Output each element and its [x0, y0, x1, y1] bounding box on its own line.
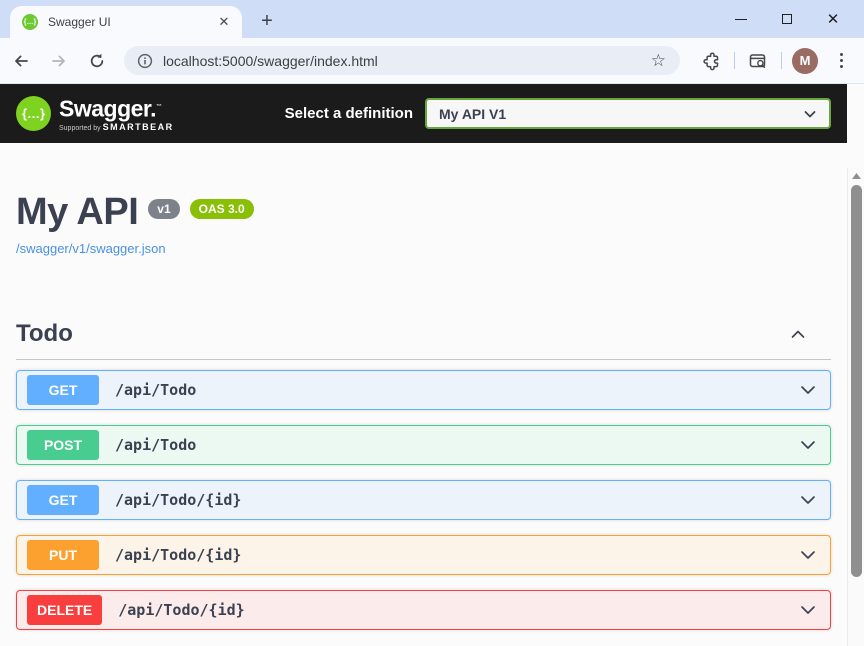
endpoint-path: /api/Todo/{id} [118, 601, 245, 619]
scrollbar-up-arrow[interactable] [848, 169, 864, 183]
avatar: M [792, 47, 818, 74]
tag-section-todo: Todo GET /api/Todo POST /api/Todo GET /a… [0, 320, 847, 630]
expand-button[interactable] [798, 600, 818, 620]
method-badge: PUT [27, 540, 99, 570]
extensions-button[interactable] [694, 44, 728, 78]
chevron-down-icon [801, 441, 815, 449]
scrollbar-thumb[interactable] [851, 185, 862, 577]
endpoint-path: /api/Todo [115, 436, 197, 454]
tab-search-icon [749, 53, 766, 68]
window-controls: ✕ [718, 0, 856, 38]
window-close-button[interactable]: ✕ [810, 0, 856, 38]
method-badge: POST [27, 430, 99, 460]
swagger-logo-icon: {…} [16, 96, 51, 131]
expand-button[interactable] [798, 435, 818, 455]
back-arrow-icon [15, 55, 28, 66]
endpoint-row-get-api-Todo[interactable]: GET /api/Todo [16, 370, 831, 410]
puzzle-icon [703, 52, 719, 70]
side-panel-search-button[interactable] [741, 44, 775, 78]
endpoint-path: /api/Todo [115, 381, 197, 399]
endpoint-path: /api/Todo/{id} [115, 491, 242, 509]
new-tab-button[interactable]: + [261, 10, 273, 32]
tab-close-icon[interactable]: ✕ [218, 14, 230, 29]
expand-button[interactable] [798, 545, 818, 565]
back-button[interactable] [4, 44, 38, 78]
endpoint-list: GET /api/Todo POST /api/Todo GET /api/To… [0, 370, 847, 630]
kebab-menu-icon [839, 53, 843, 68]
browser-tab[interactable]: {…} Swagger UI ✕ [10, 6, 242, 38]
browser-menu-button[interactable] [824, 44, 858, 78]
chevron-down-icon [801, 386, 815, 394]
bookmark-star-icon[interactable]: ☆ [650, 50, 666, 70]
window-minimize-button[interactable] [718, 0, 764, 38]
tag-divider [16, 359, 831, 360]
forward-button[interactable] [42, 44, 76, 78]
chevron-up-icon[interactable] [789, 325, 807, 343]
reload-button[interactable] [80, 44, 114, 78]
chevron-down-icon [801, 606, 815, 614]
profile-button[interactable]: M [788, 44, 822, 78]
reload-icon [90, 53, 104, 67]
api-info: My API v1 OAS 3.0 /swagger/v1/swagger.js… [0, 143, 847, 258]
url-text[interactable]: localhost:5000/swagger/index.html [163, 52, 378, 69]
chevron-down-icon [801, 496, 815, 504]
version-badge: v1 [148, 199, 180, 219]
spec-json-link[interactable]: /swagger/v1/swagger.json [16, 241, 166, 256]
maximize-icon [782, 14, 792, 24]
expand-button[interactable] [798, 380, 818, 400]
definition-select-value: My API V1 [439, 105, 507, 122]
method-badge: GET [27, 375, 99, 405]
endpoint-row-get-api-Todo-id-[interactable]: GET /api/Todo/{id} [16, 480, 831, 520]
chevron-down-icon [804, 110, 816, 117]
api-title: My API [16, 191, 139, 233]
definition-select[interactable]: My API V1 [425, 98, 831, 129]
endpoint-path: /api/Todo/{id} [115, 546, 242, 564]
trademark-symbol: ™ [155, 104, 162, 111]
browser-titlebar: {…} Swagger UI ✕ + ✕ [0, 0, 864, 38]
smartbear-brand: SMARTBEAR [102, 121, 174, 132]
method-badge: DELETE [27, 595, 103, 625]
window-maximize-button[interactable] [764, 0, 810, 38]
endpoint-row-delete-api-Todo-id-[interactable]: DELETE /api/Todo/{id} [16, 590, 831, 630]
endpoint-row-post-api-Todo[interactable]: POST /api/Todo [16, 425, 831, 465]
toolbar-separator [781, 52, 782, 69]
oas-badge: OAS 3.0 [189, 199, 254, 219]
tab-title: Swagger UI [48, 15, 111, 29]
minimize-icon [735, 18, 747, 20]
swagger-favicon-icon: {…} [22, 14, 38, 30]
page-info-icon[interactable] [137, 53, 153, 69]
endpoint-row-put-api-Todo-id-[interactable]: PUT /api/Todo/{id} [16, 535, 831, 575]
tag-header[interactable]: Todo [0, 320, 847, 348]
swagger-logo-text: Swagger.™ [59, 95, 162, 122]
toolbar-separator [734, 52, 735, 69]
close-icon: ✕ [826, 10, 840, 28]
method-badge: GET [27, 485, 99, 515]
tag-title: Todo [16, 320, 73, 347]
chevron-down-icon [801, 551, 815, 559]
page-scrollbar[interactable] [847, 168, 864, 646]
definition-select-label: Select a definition [284, 105, 413, 122]
forward-arrow-icon [52, 55, 65, 66]
expand-button[interactable] [798, 490, 818, 510]
address-bar[interactable]: localhost:5000/swagger/index.html ☆ [124, 46, 680, 75]
browser-toolbar: localhost:5000/swagger/index.html ☆ M [0, 38, 864, 84]
